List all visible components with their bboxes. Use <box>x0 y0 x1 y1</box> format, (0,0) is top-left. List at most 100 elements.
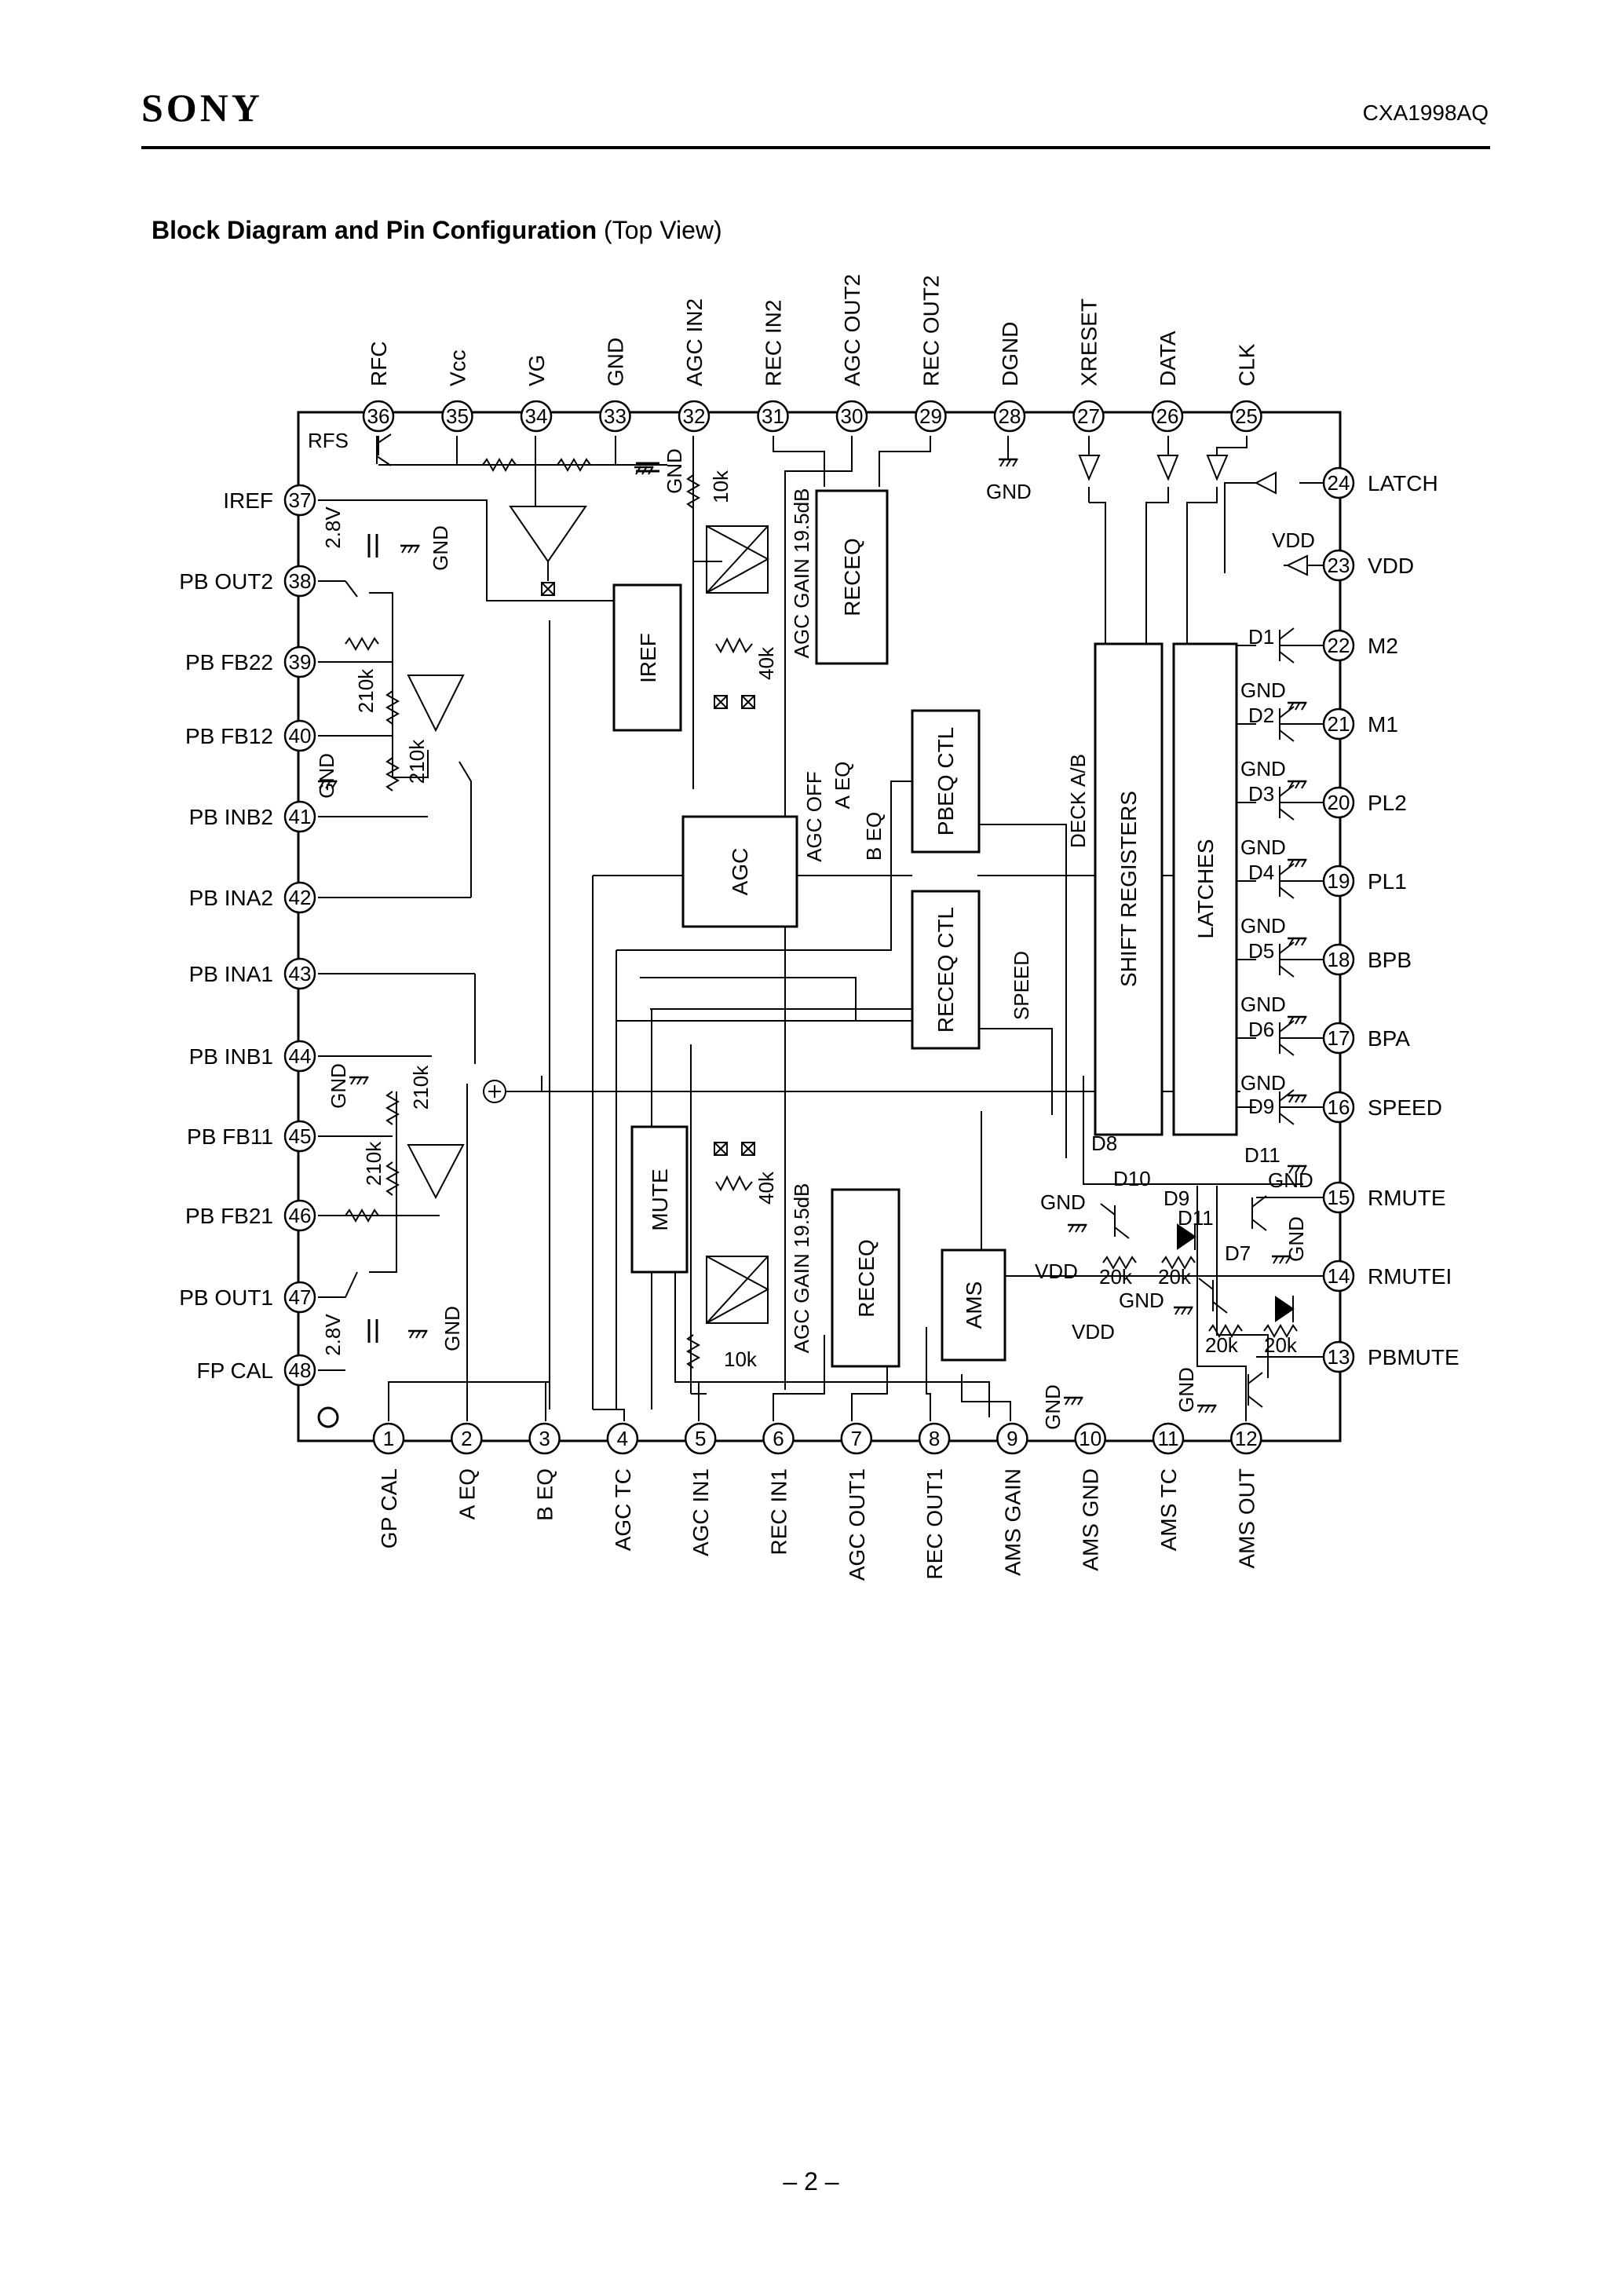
vdd-23-label: VDD <box>1272 528 1315 552</box>
pin-number: 17 <box>1328 1026 1350 1050</box>
mute-label: MUTE <box>648 1168 672 1230</box>
pin-label-left: FP CAL <box>196 1358 273 1383</box>
pin-number: 47 <box>289 1285 312 1309</box>
pin-label-bottom: REC OUT1 <box>922 1468 947 1580</box>
d10-label: D10 <box>1113 1167 1151 1190</box>
gnd-d1-label: GND <box>1240 678 1286 702</box>
latches-box <box>1172 642 1238 1136</box>
gnd-d6-label: GND <box>1240 1071 1286 1095</box>
pin-4: 4 <box>606 1422 639 1455</box>
pin-14: 14 <box>1322 1260 1355 1292</box>
r-20k-c: 20k <box>1205 1333 1239 1357</box>
pin-circle <box>283 1199 316 1232</box>
pin-circle <box>372 1422 405 1455</box>
pin-12: 12 <box>1230 1422 1262 1455</box>
pin-number: 2 <box>461 1427 472 1450</box>
pin-circle <box>441 400 473 433</box>
pin-circle <box>918 1422 951 1455</box>
pin-26: 26 <box>1151 400 1184 433</box>
agc-label: AGC <box>728 848 752 896</box>
r-210k-a: 210k <box>354 668 378 713</box>
vdd-low-label: VDD <box>1072 1320 1115 1344</box>
pin-circle <box>1152 1422 1185 1455</box>
pin-label-top: DATA <box>1156 331 1180 386</box>
pin-circle <box>757 400 789 433</box>
pin-number: 25 <box>1235 404 1258 428</box>
pin-label-left: PB FB22 <box>185 650 273 675</box>
gnd-left-bottom-label: GND <box>440 1306 464 1351</box>
pin-number: 12 <box>1235 1427 1258 1450</box>
pin-label-top: VG <box>524 355 549 386</box>
pin-9: 9 <box>996 1422 1028 1455</box>
b-eq-label: B EQ <box>862 812 886 861</box>
diodes <box>1177 1223 1295 1322</box>
pin-number: 28 <box>999 404 1021 428</box>
page-title: Block Diagram and Pin Configuration (Top… <box>152 216 722 245</box>
summing-plus <box>488 1085 501 1098</box>
capacitors <box>367 462 659 1343</box>
pin-number: 44 <box>289 1044 312 1068</box>
pin-number: 4 <box>617 1427 628 1450</box>
gnd-10-label: GND <box>1041 1384 1065 1430</box>
pin-label-bottom: AMS GAIN <box>1000 1468 1025 1576</box>
pin-number: 21 <box>1328 712 1350 736</box>
pin-label-top: RFC <box>367 341 391 386</box>
pin-19: 19 <box>1322 865 1355 898</box>
pin-circle <box>1151 400 1184 433</box>
pin-48: 48 <box>283 1354 316 1387</box>
pin-label-right: BPB <box>1368 948 1412 972</box>
d3-label: D3 <box>1248 782 1274 806</box>
pin-label-bottom: AGC OUT1 <box>845 1468 869 1581</box>
pin-number: 5 <box>695 1427 706 1450</box>
pin-15: 15 <box>1322 1181 1355 1214</box>
gnd-d3-label: GND <box>1240 835 1286 859</box>
pin-circle <box>1322 865 1355 898</box>
pin-label-bottom: AMS OUT <box>1234 1468 1259 1569</box>
pin-1: 1 <box>372 1422 405 1455</box>
block-labels: RECEQ IREF AGC PBEQ CTL RECEQ CTL MUTE R… <box>636 538 1218 1329</box>
pin-circle <box>996 1422 1028 1455</box>
a-eq-label: A EQ <box>831 762 854 810</box>
pin-label-left: PB FB21 <box>185 1204 273 1228</box>
pin-40: 40 <box>283 719 316 752</box>
gnd-d5-label: GND <box>1240 993 1286 1016</box>
pin-number: 11 <box>1158 1427 1179 1450</box>
v28-top-label: 2.8V <box>321 506 345 549</box>
pin-circle <box>1230 400 1262 433</box>
pin-circle <box>599 400 631 433</box>
pin-number: 34 <box>525 404 548 428</box>
pin-circle <box>520 400 553 433</box>
pin-label-top: AGC IN2 <box>682 298 707 386</box>
ams-label: AMS <box>962 1281 986 1329</box>
pin-label-bottom: AGC IN1 <box>689 1468 713 1556</box>
pin-number: 35 <box>446 404 469 428</box>
pin-label-right: SPEED <box>1368 1095 1442 1120</box>
r-20k-b: 20k <box>1158 1265 1192 1289</box>
pin-number: 46 <box>289 1204 312 1227</box>
pin-label-bottom: A EQ <box>455 1468 479 1519</box>
r-210k-d: 210k <box>362 1141 385 1186</box>
pin-36: 36 <box>362 400 395 433</box>
pin-circle <box>362 400 395 433</box>
pin-46: 46 <box>283 1199 316 1232</box>
pin-circle <box>528 1422 561 1455</box>
agc-box <box>681 815 798 928</box>
d8-label: D8 <box>1091 1132 1117 1155</box>
pin-number: 29 <box>919 404 942 428</box>
pin-label-top: CLK <box>1235 343 1259 386</box>
pin-number: 20 <box>1328 791 1350 814</box>
pin-34: 34 <box>520 400 553 433</box>
pin-label-top: AGC OUT2 <box>840 274 864 386</box>
pin-number: 43 <box>289 962 312 985</box>
pin-11: 11 <box>1152 1422 1185 1455</box>
gnd-d11-label: GND <box>1268 1168 1313 1192</box>
agc-gain-bottom-label: AGC GAIN 19.5dB <box>790 1183 813 1354</box>
title-normal: (Top View) <box>604 216 722 244</box>
pin-label-bottom: GP CAL <box>377 1468 401 1548</box>
pin-number: 1 <box>383 1427 394 1450</box>
pin-circle <box>1072 400 1105 433</box>
d9-mid-label: D9 <box>1164 1186 1189 1210</box>
r-20k-d: 20k <box>1264 1333 1298 1357</box>
pin-33: 33 <box>599 400 631 433</box>
pin-circle <box>1322 943 1355 976</box>
